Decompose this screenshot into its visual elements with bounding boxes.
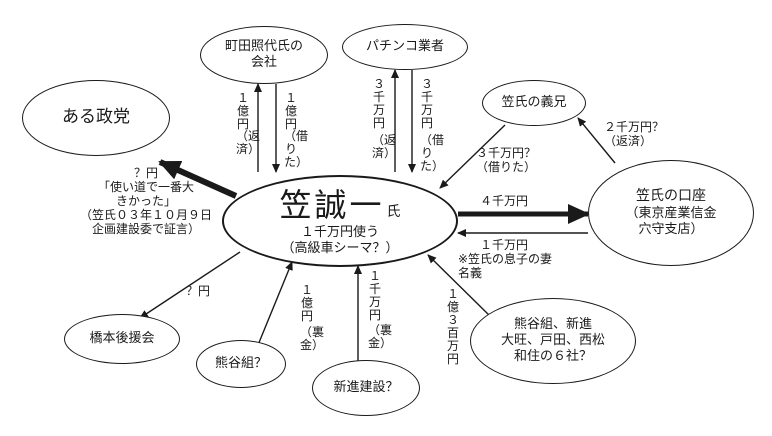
from-account-line1: １千万円 xyxy=(480,238,529,252)
account-line1: 笠氏の口座 xyxy=(635,188,706,204)
node-shinshin-construction: 新進建設？ xyxy=(312,360,420,416)
label-brother-repay: ２千万円？ （返済） xyxy=(604,120,664,148)
node-political-party: ある政党 xyxy=(22,80,170,156)
center-line1: １千万円使う xyxy=(300,224,379,240)
from-account-line2: ※笠氏の息子の妻 xyxy=(458,252,553,266)
brother-borrow-line1: ３千万円？ xyxy=(476,146,537,160)
node-bank-account: 笠氏の口座 （東京産業信金 穴守支店） xyxy=(588,160,754,266)
label-machida-borrow-amount: １億円 xyxy=(284,91,297,131)
six-line1: 熊谷組、新進 xyxy=(513,316,592,332)
label-from-account: １千万円 ※笠氏の息子の妻 名義 xyxy=(458,238,552,280)
center-line2: （高級車シーマ？） xyxy=(281,241,399,256)
kumagai-label: 熊谷組？ xyxy=(214,355,267,371)
node-pachinko: パチンコ業者 xyxy=(342,24,468,70)
party-note-line4: （笠氏０３年１０月９日 xyxy=(79,208,212,222)
label-hashimoto-amount: ？円 xyxy=(186,284,211,298)
party-note-line1: ？円 xyxy=(133,166,158,180)
party-note-line3: きかった」 xyxy=(115,194,176,208)
label-machida-repay-note: （返済） xyxy=(236,129,261,156)
node-kumagai: 熊谷組？ xyxy=(196,340,286,388)
label-shinshin-note: （裏金） xyxy=(368,323,393,350)
label-brother-borrow: ３千万円？ （借りた） xyxy=(476,146,536,174)
label-kumagai-note: （裏金） xyxy=(300,325,325,352)
brother-borrow-line2: （借りた） xyxy=(476,160,537,174)
party-note-line5: 企画建設委で証言） xyxy=(91,222,200,236)
label-kumagai-amount: １億円 xyxy=(300,283,313,323)
label-machida-repay-amount: １億円 xyxy=(236,91,249,131)
label-to-account: ４千万円 xyxy=(480,194,529,208)
center-name: 笠誠一 xyxy=(279,185,385,224)
arrow-to-party xyxy=(158,159,238,199)
center-node: 笠誠一氏 １千万円使う （高級車シーマ？） xyxy=(222,175,458,267)
arrow-to-hashimoto xyxy=(139,251,241,319)
label-machida-borrow-note: （借りた） xyxy=(284,129,309,169)
brother-repay-line2: （返済） xyxy=(604,134,653,148)
node-brother-in-law: 笠氏の義兄 xyxy=(482,80,586,126)
arrow-from-brother xyxy=(439,124,506,189)
arrow-brother-repay xyxy=(577,117,616,164)
hashimoto-label: 橋本後援会 xyxy=(89,330,155,346)
machida-line2: 会社 xyxy=(250,55,277,70)
label-shinshin-amount: １千万円 xyxy=(368,269,381,322)
from-account-line3: 名義 xyxy=(458,266,483,280)
label-party-payment: ？円 「使い道で一番大 きかった」 （笠氏０３年１０月９日 企画建設委で証言） xyxy=(64,166,228,236)
node-machida-company: 町田照代氏の 会社 xyxy=(200,26,328,84)
label-pachinko-borrow-note: （借りた） xyxy=(420,133,445,173)
party-note-line2: 「使い道で一番大 xyxy=(97,180,194,194)
label-six-companies-amount: １億３百万円 xyxy=(446,287,459,366)
arrow-from-kumagai xyxy=(257,261,293,346)
party-label: ある政党 xyxy=(62,107,130,128)
center-suffix: 氏 xyxy=(386,203,401,220)
label-pachinko-repay-note: （返済） xyxy=(372,133,397,160)
six-line2: 大旺、戸田、西松 xyxy=(500,332,605,348)
machida-line1: 町田照代氏の xyxy=(224,38,303,54)
label-pachinko-repay-amount: ３千万円 xyxy=(372,77,385,130)
label-pachinko-borrow-amount: ３千万円 xyxy=(420,77,433,130)
shinshin-label: 新進建設？ xyxy=(333,379,399,395)
brother-repay-line1: ２千万円？ xyxy=(604,120,665,134)
six-line3: 和住の６社？ xyxy=(513,349,592,365)
account-line3: 穴守支店） xyxy=(638,221,704,237)
pachinko-label: パチンコ業者 xyxy=(365,38,444,54)
arrow-from-six-companies xyxy=(427,254,493,319)
node-hashimoto-support-group: 橋本後援会 xyxy=(64,314,180,364)
account-line2: （東京産業信金 xyxy=(625,205,717,221)
node-six-companies: 熊谷組、新進 大旺、戸田、西松 和住の６社？ xyxy=(470,298,636,384)
brother-label: 笠氏の義兄 xyxy=(501,94,567,110)
